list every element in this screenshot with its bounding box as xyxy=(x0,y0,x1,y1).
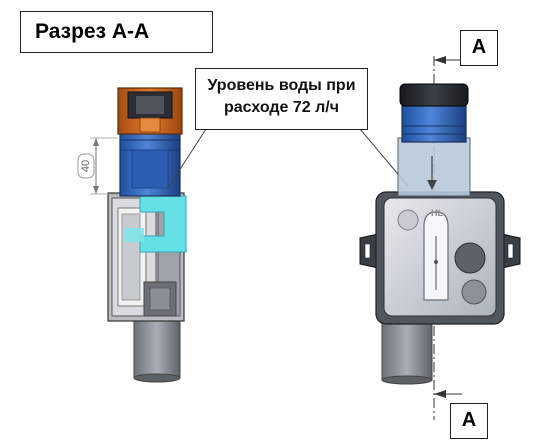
section-title: Разрез А-А xyxy=(20,11,213,53)
section-arrow-top xyxy=(434,56,446,64)
dimension-label: 40 xyxy=(80,160,92,172)
section-mark-top: А xyxy=(460,30,498,66)
dimension-40: 40 xyxy=(77,137,118,195)
section-view: 40 xyxy=(77,87,187,383)
callout-line-1: Уровень воды при xyxy=(207,77,356,94)
exterior-dark-cap xyxy=(399,83,469,107)
exterior-outlet-pipe xyxy=(381,317,433,381)
callout-line-2: расходе 72 л/ч xyxy=(223,99,340,116)
section-arrow-bottom xyxy=(434,390,446,398)
water-level-callout: Уровень воды при расходе 72 л/ч xyxy=(195,68,368,130)
section-mark-bottom: А xyxy=(450,403,488,439)
callout-leader-left xyxy=(167,128,207,189)
exterior-view: HL xyxy=(359,56,521,420)
exterior-neck xyxy=(397,137,471,197)
outlet-pipe xyxy=(133,317,181,379)
exterior-blue-cartridge xyxy=(401,99,467,143)
logo-mark: HL xyxy=(431,208,443,218)
